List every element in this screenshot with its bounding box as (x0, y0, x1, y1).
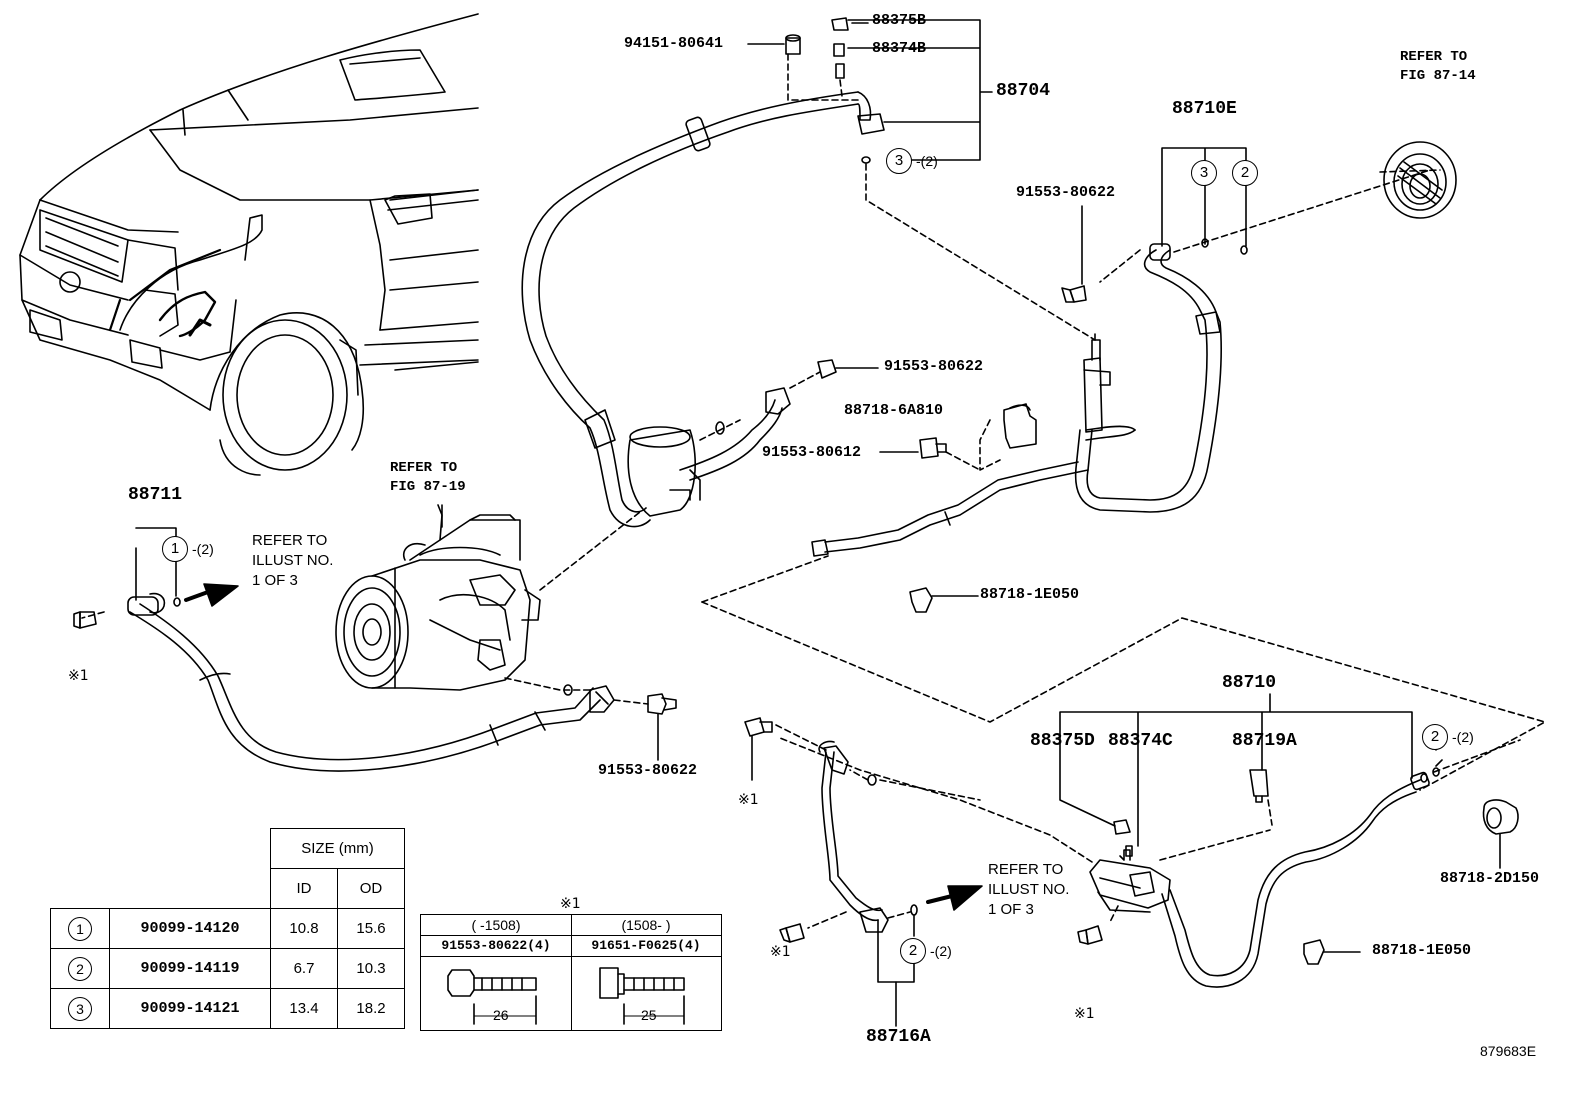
row-id: 6.7 (270, 948, 338, 989)
callout-qty: -(2) (930, 943, 952, 959)
label-88718-1E050-upper: 88718-1E050 (980, 586, 1080, 603)
row-index: 3 (68, 996, 92, 1021)
row-od: 10.3 (337, 948, 405, 989)
hose-88711 (73, 592, 615, 772)
bolt-range-left: ( -1508) (421, 915, 571, 936)
bolt-range-right: (1508- ) (571, 915, 721, 936)
vehicle-illustration (19, 13, 479, 476)
row-part: 90099-14120 (109, 908, 271, 949)
table-row: 2 90099-14119 6.7 10.3 (50, 948, 405, 989)
refer-illust-left: REFER TO ILLUST NO. 1 OF 3 (252, 532, 334, 589)
label-88718-6A810: 88718-6A810 (844, 402, 944, 419)
row-part: 90099-14119 (109, 948, 271, 989)
bolt-drawing-left (447, 969, 537, 1025)
label-88718-1E050-lower: 88718-1E050 (1372, 942, 1472, 959)
label-88716A: 88716A (866, 1027, 931, 1047)
row-id: 10.8 (270, 908, 338, 949)
label-91553-80622-mid: 91553-80622 (884, 358, 984, 375)
row-part: 90099-14121 (109, 988, 271, 1029)
refer-fig-87-14: REFER TO FIG 87-14 (1400, 49, 1476, 84)
bolt-length-left: 26 (493, 1007, 509, 1023)
row-id: 13.4 (270, 988, 338, 1029)
callout-qty: -(2) (916, 153, 938, 169)
label-88704: 88704 (996, 81, 1051, 101)
label-88374B: 88374B (872, 40, 927, 57)
bolt-part-left: 91553-80622(4) (421, 936, 571, 957)
callout-3-88704: 3 (886, 148, 912, 174)
label-88375B: 88375B (872, 12, 927, 29)
mark-ref-1: ※1 (770, 944, 791, 960)
label-88710: 88710 (1222, 673, 1277, 693)
callout-qty: -(2) (192, 541, 214, 557)
col-id: ID (270, 868, 338, 909)
row-index: 1 (68, 916, 92, 941)
grommet (1383, 141, 1457, 219)
hose-88710E (811, 243, 1223, 557)
label-88711: 88711 (128, 485, 183, 505)
label-88375D: 88375D (1030, 731, 1095, 751)
row-index: 2 (68, 956, 92, 981)
size-header: SIZE (mm) (270, 828, 405, 869)
mark-ref-1: ※1 (1074, 1006, 1095, 1022)
bolt-table-mark: ※1 (560, 896, 581, 912)
row-od: 18.2 (337, 988, 405, 1029)
size-table: SIZE (mm) ID OD 1 90099-14120 10.8 15.6 … (50, 828, 405, 1029)
row-od: 15.6 (337, 908, 405, 949)
label-91553-80622-top: 91553-80622 (1016, 184, 1116, 201)
refer-illust-right: REFER TO ILLUST NO. 1 OF 3 (988, 861, 1070, 918)
mark-ref-1: ※1 (738, 792, 759, 808)
label-91553-80612: 91553-80612 (762, 444, 862, 461)
hose-88704 (521, 91, 885, 528)
bolt-drawing-right (599, 967, 685, 1025)
callout-qty: -(2) (1452, 729, 1474, 745)
bolt-part-right: 91651-F0625(4) (571, 936, 721, 957)
callout-1-88711: 1 (162, 536, 188, 562)
col-od: OD (337, 868, 405, 909)
label-91553-80622-low: 91553-80622 (598, 762, 698, 779)
bolt-length-right: 25 (641, 1007, 657, 1023)
label-88374C: 88374C (1108, 731, 1173, 751)
label-88719A: 88719A (1232, 731, 1297, 751)
hose-88716A (744, 717, 981, 943)
arrow-left (203, 583, 239, 607)
table-row: 1 90099-14120 10.8 15.6 (50, 908, 405, 949)
compressor (335, 504, 541, 691)
diagram-code: 879683E (1480, 1043, 1537, 1059)
refer-fig-87-19: REFER TO FIG 87-19 (390, 460, 466, 495)
callout-2-88710: 2 (1422, 724, 1448, 750)
bolt-table: ( -1508) 91553-80622(4) 26 (1508- ) 9165… (420, 914, 722, 1031)
arrow-right (947, 885, 983, 911)
label-88710E: 88710E (1172, 99, 1237, 119)
callout-2-88710E: 2 (1232, 160, 1258, 186)
callout-2-88716A: 2 (900, 938, 926, 964)
callout-3-88710E: 3 (1191, 160, 1217, 186)
mark-ref-1: ※1 (68, 668, 89, 684)
label-88718-2D150: 88718-2D150 (1440, 870, 1540, 887)
table-row: 3 90099-14121 13.4 18.2 (50, 988, 405, 1029)
label-94151-80641: 94151-80641 (624, 35, 724, 52)
